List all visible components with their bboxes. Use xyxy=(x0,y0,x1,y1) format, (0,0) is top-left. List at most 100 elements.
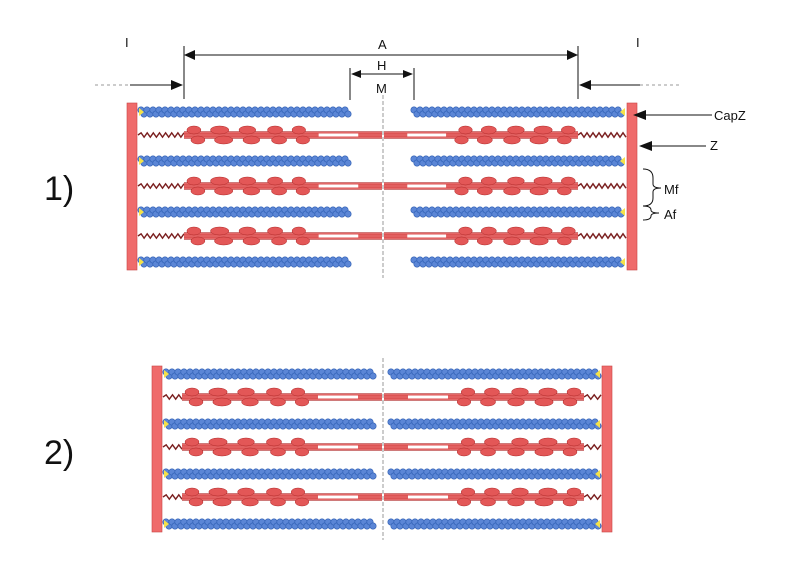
myosin-head xyxy=(242,135,261,145)
titin-spring xyxy=(137,182,185,190)
myosin-head xyxy=(190,135,206,145)
myosin-head xyxy=(507,497,525,507)
i-right-arrowhead xyxy=(579,80,591,90)
z-arrowhead xyxy=(639,141,652,151)
myosin-head xyxy=(484,437,500,447)
myosin-head xyxy=(188,447,204,457)
actin-bead xyxy=(344,110,352,118)
myosin-half-filament xyxy=(384,125,578,145)
capz-cap xyxy=(620,157,625,165)
myosin-head xyxy=(271,135,287,145)
bare-zone xyxy=(318,133,359,137)
mf-label: Mf xyxy=(664,182,679,197)
myosin-half-filament xyxy=(182,387,382,407)
panel-contracted xyxy=(151,358,613,540)
myosin-head xyxy=(212,397,232,407)
actin-bead xyxy=(369,372,377,380)
myosin-head xyxy=(291,176,306,186)
actin-bead xyxy=(369,522,377,530)
a-arrow-right xyxy=(567,50,578,60)
z-disc xyxy=(151,365,163,533)
myosin-half-filament xyxy=(384,387,584,407)
z-disc-label: Z xyxy=(710,138,718,153)
actin-filament xyxy=(387,468,602,480)
myosin-head xyxy=(460,387,476,397)
i-band-left-label: I xyxy=(125,35,129,50)
myosin-head xyxy=(241,497,259,507)
myosin-head xyxy=(460,487,476,497)
myosin-head xyxy=(208,487,228,497)
myosin-head xyxy=(484,487,500,497)
titin-spring xyxy=(162,493,183,501)
myosin-core xyxy=(384,233,578,239)
actin-bead xyxy=(344,159,352,167)
actin-filament xyxy=(410,106,625,118)
myosin-head xyxy=(456,497,472,507)
myosin-head xyxy=(212,497,232,507)
actin-filament xyxy=(137,206,352,218)
bare-zone xyxy=(407,234,447,238)
myosin-head xyxy=(529,186,549,196)
bare-zone xyxy=(318,395,358,399)
z-disc xyxy=(126,102,138,271)
capz-cap xyxy=(139,258,144,266)
myosin-head xyxy=(538,437,558,447)
myosin-head xyxy=(533,226,553,236)
myosin-head xyxy=(184,487,200,497)
myosin-head xyxy=(190,236,206,246)
myosin-head xyxy=(534,397,554,407)
myosin-head xyxy=(529,135,549,145)
myosin-head xyxy=(456,397,472,407)
myosin-head xyxy=(566,387,582,397)
myosin-head xyxy=(294,447,310,457)
myosin-head xyxy=(476,236,493,246)
actin-bead xyxy=(344,210,352,218)
myosin-head xyxy=(454,236,469,246)
myosin-head xyxy=(557,186,572,196)
myosin-head xyxy=(476,135,493,145)
titin-spring xyxy=(137,232,185,240)
actin-filament xyxy=(137,256,352,268)
myosin-head xyxy=(266,437,282,447)
titin-spring xyxy=(583,393,602,401)
myosin-head xyxy=(480,125,497,135)
capz-label: CapZ xyxy=(714,108,746,123)
capz-cap xyxy=(164,370,169,378)
myosin-head xyxy=(210,176,230,186)
myosin-core xyxy=(384,394,584,400)
myosin-core xyxy=(384,494,584,500)
myosin-head xyxy=(507,397,525,407)
myosin-head xyxy=(270,397,286,407)
myosin-head xyxy=(561,125,576,135)
actin-filament xyxy=(162,468,377,480)
myosin-head xyxy=(210,226,230,236)
myosin-head xyxy=(562,447,578,457)
myosin-head xyxy=(184,437,200,447)
a-band-label: A xyxy=(378,37,387,52)
myosin-half-filament xyxy=(384,437,584,457)
actin-bead xyxy=(369,422,377,430)
myosin-head xyxy=(241,447,259,457)
bare-zone xyxy=(407,133,447,137)
capz-cap xyxy=(595,370,600,378)
myosin-head xyxy=(557,135,572,145)
myosin-head xyxy=(290,487,306,497)
i-band-right-label: I xyxy=(636,35,640,50)
myosin-half-filament xyxy=(182,487,382,507)
myosin-core xyxy=(184,233,382,239)
myosin-head xyxy=(538,487,558,497)
capz-cap xyxy=(595,470,600,478)
bare-zone xyxy=(408,495,448,499)
myosin-half-filament xyxy=(384,176,578,196)
myosin-head xyxy=(271,186,287,196)
myosin-head xyxy=(460,437,476,447)
myosin-head xyxy=(480,176,497,186)
capz-arrowhead xyxy=(633,110,646,120)
z-disc xyxy=(601,365,613,533)
i-left-arrowhead xyxy=(171,80,183,90)
myosin-head xyxy=(458,125,473,135)
myosin-head xyxy=(214,186,234,196)
capz-cap xyxy=(620,108,625,116)
myosin-half-filament xyxy=(182,437,382,457)
myosin-head xyxy=(480,497,496,507)
